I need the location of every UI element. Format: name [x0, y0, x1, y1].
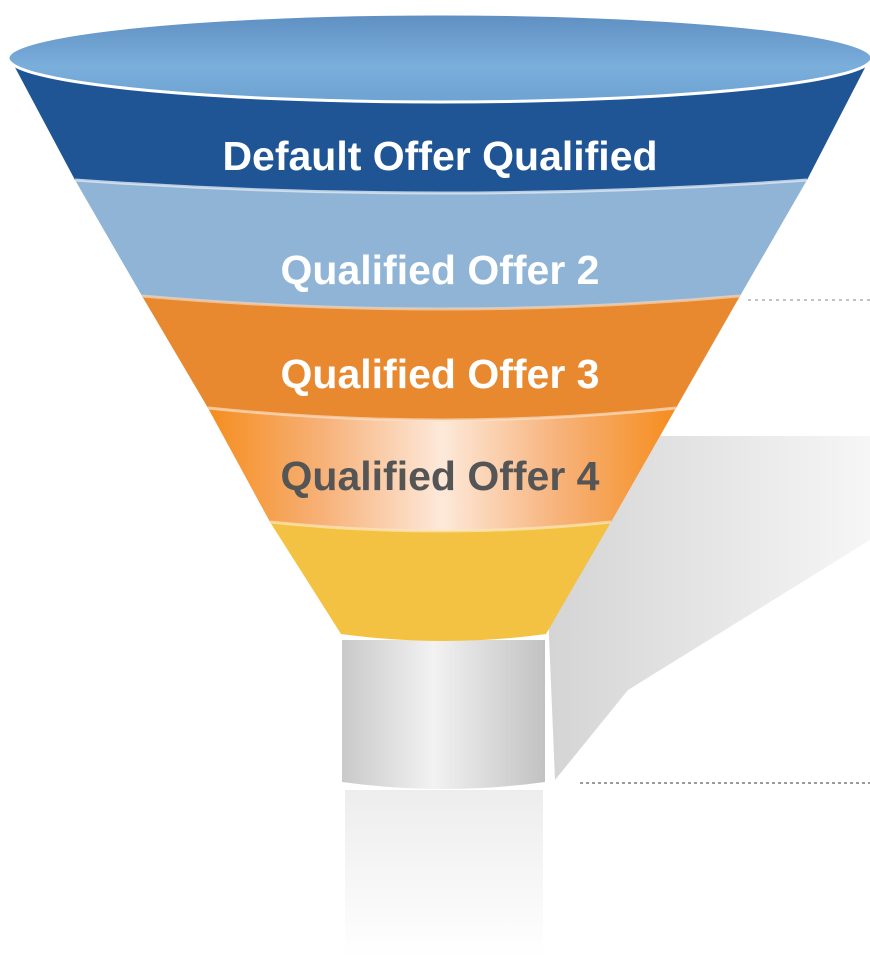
funnel-band-4 [208, 408, 676, 531]
stage-label-2: Qualified Offer 2 [281, 247, 600, 293]
funnel-band-2 [75, 180, 807, 309]
stage-label-1: Default Offer Qualified [222, 133, 657, 179]
stage-label-4: Qualified Offer 4 [281, 453, 600, 499]
funnel-shadow [545, 436, 870, 780]
funnel-band-5 [270, 522, 611, 641]
funnel-band-3 [142, 296, 740, 420]
neck-reflection [345, 790, 543, 960]
funnel-neck [342, 640, 545, 789]
funnel-rim [6, 12, 870, 104]
stage-label-3: Qualified Offer 3 [281, 351, 600, 397]
